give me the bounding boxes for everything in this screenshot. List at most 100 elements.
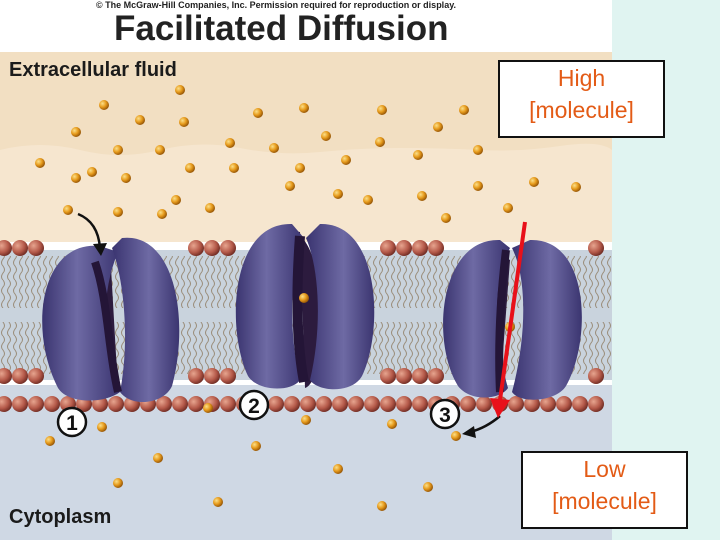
solute-molecule (155, 145, 165, 155)
phospholipid-head (108, 396, 124, 412)
phospholipid-head (460, 396, 476, 412)
entry-arrow (77, 212, 107, 256)
phospholipid-head (188, 240, 204, 256)
phospholipid-head (572, 396, 588, 412)
phospholipid-head (428, 240, 444, 256)
phospholipid-head (12, 396, 28, 412)
phospholipid-head (380, 368, 396, 384)
high-concentration-label: High [molecule] (498, 60, 665, 138)
solute-molecule (413, 150, 423, 160)
solute-molecule (229, 163, 239, 173)
phospholipid-head (588, 240, 604, 256)
phospholipid-head (12, 240, 28, 256)
phospholipid-head (0, 396, 12, 412)
solute-molecule (113, 207, 123, 217)
step-marker-1: 1 (56, 406, 88, 438)
channel-protein-2 (235, 223, 375, 390)
solute-molecule (179, 117, 189, 127)
solute-molecule (71, 173, 81, 183)
extracellular-gradient-band (0, 143, 612, 242)
phospholipid-head (348, 396, 364, 412)
solute-molecule (157, 209, 167, 219)
solute-molecule (321, 131, 331, 141)
solute-molecule (97, 422, 107, 432)
phospholipid-head (28, 396, 44, 412)
solute-molecule (375, 137, 385, 147)
phospholipid-head (556, 396, 572, 412)
channel-protein-1 (42, 237, 180, 403)
solute-molecule (87, 167, 97, 177)
phospholipid-head (28, 240, 44, 256)
solute-molecule (301, 415, 311, 425)
solute-molecule (333, 464, 343, 474)
page-title: Facilitated Diffusion (114, 9, 449, 48)
solute-molecule (299, 293, 309, 303)
solute-molecule (363, 195, 373, 205)
phospholipid-head (0, 368, 12, 384)
solute-molecule (387, 419, 397, 429)
solute-molecule (295, 163, 305, 173)
solute-molecule (35, 158, 45, 168)
solute-molecule (203, 403, 213, 413)
phospholipid-head (476, 396, 492, 412)
high-label-line1: High (557, 65, 606, 91)
phospholipid-head (156, 396, 172, 412)
solute-molecule (423, 482, 433, 492)
solute-molecule (377, 501, 387, 511)
high-label-line2: [molecule] (529, 97, 634, 123)
solute-molecule (473, 145, 483, 155)
solute-molecule (269, 143, 279, 153)
phospholipid-head (412, 240, 428, 256)
concentration-gradient-arrow (490, 221, 527, 418)
solute-molecule (251, 441, 261, 451)
copyright-notice: © The McGraw-Hill Companies, Inc. Permis… (96, 0, 457, 10)
phospholipid-head (268, 396, 284, 412)
phospholipid-head (380, 396, 396, 412)
solute-molecule (225, 138, 235, 148)
phospholipid-head (0, 240, 12, 256)
phospholipid-head (588, 368, 604, 384)
phospholipid-heads (0, 240, 604, 412)
phospholipid-head (12, 368, 28, 384)
solute-molecule (153, 453, 163, 463)
phospholipid-head (28, 368, 44, 384)
solute-molecule (205, 203, 215, 213)
phospholipid-head (220, 368, 236, 384)
solute-molecule (185, 163, 195, 173)
phospholipid-head (412, 396, 428, 412)
step-label-1: 1 (66, 412, 78, 435)
phospholipid-head (524, 396, 540, 412)
phospholipid-head (172, 396, 188, 412)
solute-molecules (35, 85, 581, 511)
solute-molecule (45, 436, 55, 446)
phospholipid-head (204, 240, 220, 256)
solute-molecule (213, 497, 223, 507)
phospholipid-head (508, 396, 524, 412)
step-label-2: 2 (248, 395, 260, 418)
phospholipid-head (396, 396, 412, 412)
solute-molecule (135, 115, 145, 125)
solute-molecule (71, 127, 81, 137)
solute-molecule (99, 100, 109, 110)
solute-molecule (503, 203, 513, 213)
solute-molecule (529, 177, 539, 187)
solute-molecule (571, 182, 581, 192)
phospholipid-head (428, 368, 444, 384)
diffusion-diagram: 1 2 3 (0, 52, 612, 540)
solute-molecule (459, 105, 469, 115)
solute-molecule (451, 431, 461, 441)
solute-molecule (417, 191, 427, 201)
low-label-line2: [molecule] (552, 488, 657, 514)
phospholipid-head (188, 396, 204, 412)
solute-molecule (433, 122, 443, 132)
extracellular-fluid-label: Extracellular fluid (9, 59, 177, 81)
phospholipid-head (588, 396, 604, 412)
solute-molecule (299, 103, 309, 113)
solute-molecule (377, 105, 387, 115)
phospholipid-head (316, 396, 332, 412)
solute-molecule (473, 181, 483, 191)
solute-molecule (333, 189, 343, 199)
phospholipid-head (44, 396, 60, 412)
phospholipid-head (220, 240, 236, 256)
solute-molecule (113, 478, 123, 488)
